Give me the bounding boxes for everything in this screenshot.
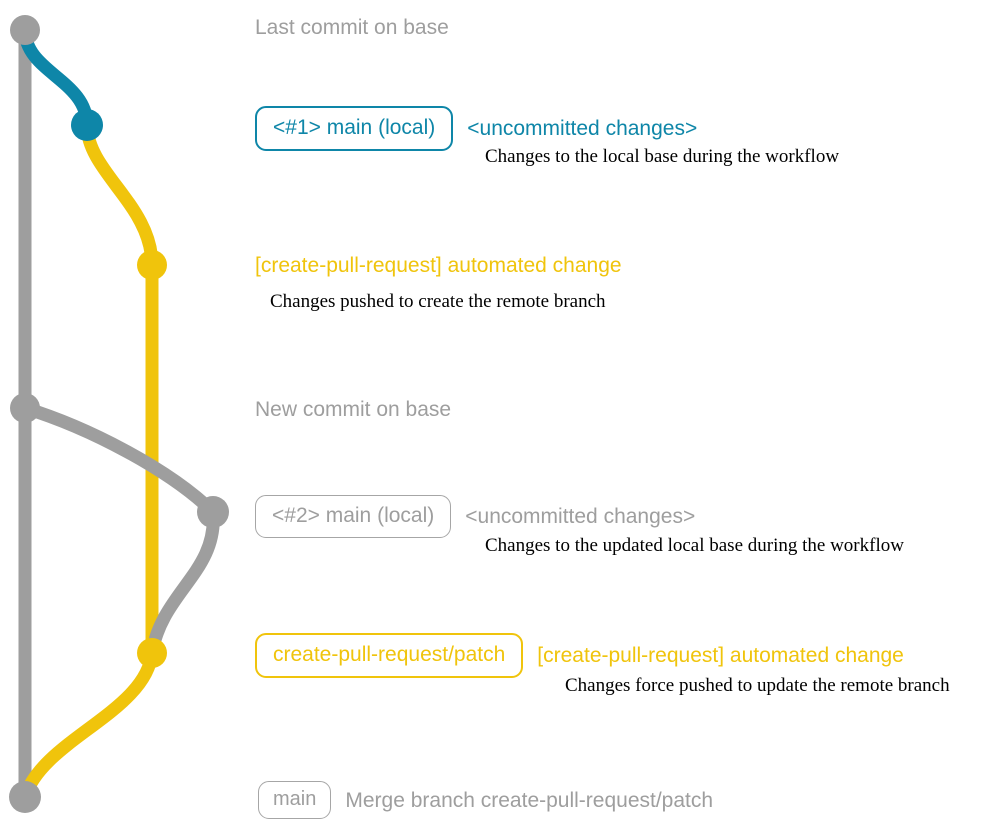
headline-new-commit-on-base: New commit on base [255, 398, 452, 421]
commit-message-local-1: <uncommitted changes> [467, 117, 698, 140]
note-local-change-1: Changes to the local base during the wor… [485, 146, 840, 167]
commit-message-patch-2: [create-pull-request] automated change [537, 644, 904, 667]
commit-message-merge: Merge branch create-pull-request/patch [345, 788, 714, 812]
branch-badge-main[interactable]: main [258, 781, 332, 819]
node-patch-2[interactable] [137, 638, 167, 668]
note-local-change-2: Changes to the updated local base during… [485, 535, 904, 556]
commit-message-patch-1: [create-pull-request] automated change [255, 254, 622, 277]
headline-last-commit-on-base: Last commit on base [255, 16, 449, 39]
commit-message-local-2: <uncommitted changes> [465, 505, 696, 528]
edge-local2-to-patch2 [145, 505, 220, 660]
edge-basenew-to-local2 [18, 401, 220, 519]
node-base-new[interactable] [10, 393, 40, 423]
edge-patch2-to-merge [18, 646, 159, 804]
branch-badge-create-pull-request-patch[interactable]: create-pull-request/patch [255, 633, 524, 678]
note-automated-change-2: Changes force pushed to update the remot… [565, 675, 950, 696]
note-automated-change-1: Changes pushed to create the remote bran… [270, 291, 606, 312]
row-local-change-2: <#2> main (local) <uncommitted changes> [255, 495, 695, 538]
row-merge-commit: main Merge branch create-pull-request/pa… [258, 781, 713, 819]
node-local-2[interactable] [197, 496, 229, 528]
node-base-top[interactable] [10, 15, 40, 45]
node-local-1[interactable] [71, 109, 103, 141]
node-base-merge[interactable] [9, 781, 41, 813]
edge-local1-to-patch1 [80, 118, 159, 272]
branch-badge-local-1[interactable]: <#1> main (local) [255, 106, 454, 151]
branch-badge-local-2[interactable]: <#2> main (local) [255, 495, 452, 538]
edge-base-to-local1 [18, 23, 94, 132]
row-local-change-1: <#1> main (local) <uncommitted changes> [255, 106, 697, 151]
row-automated-change-2: create-pull-request/patch [create-pull-r… [255, 633, 904, 678]
row-automated-change-1: [create-pull-request] automated change [255, 255, 622, 276]
node-patch-1[interactable] [137, 250, 167, 280]
